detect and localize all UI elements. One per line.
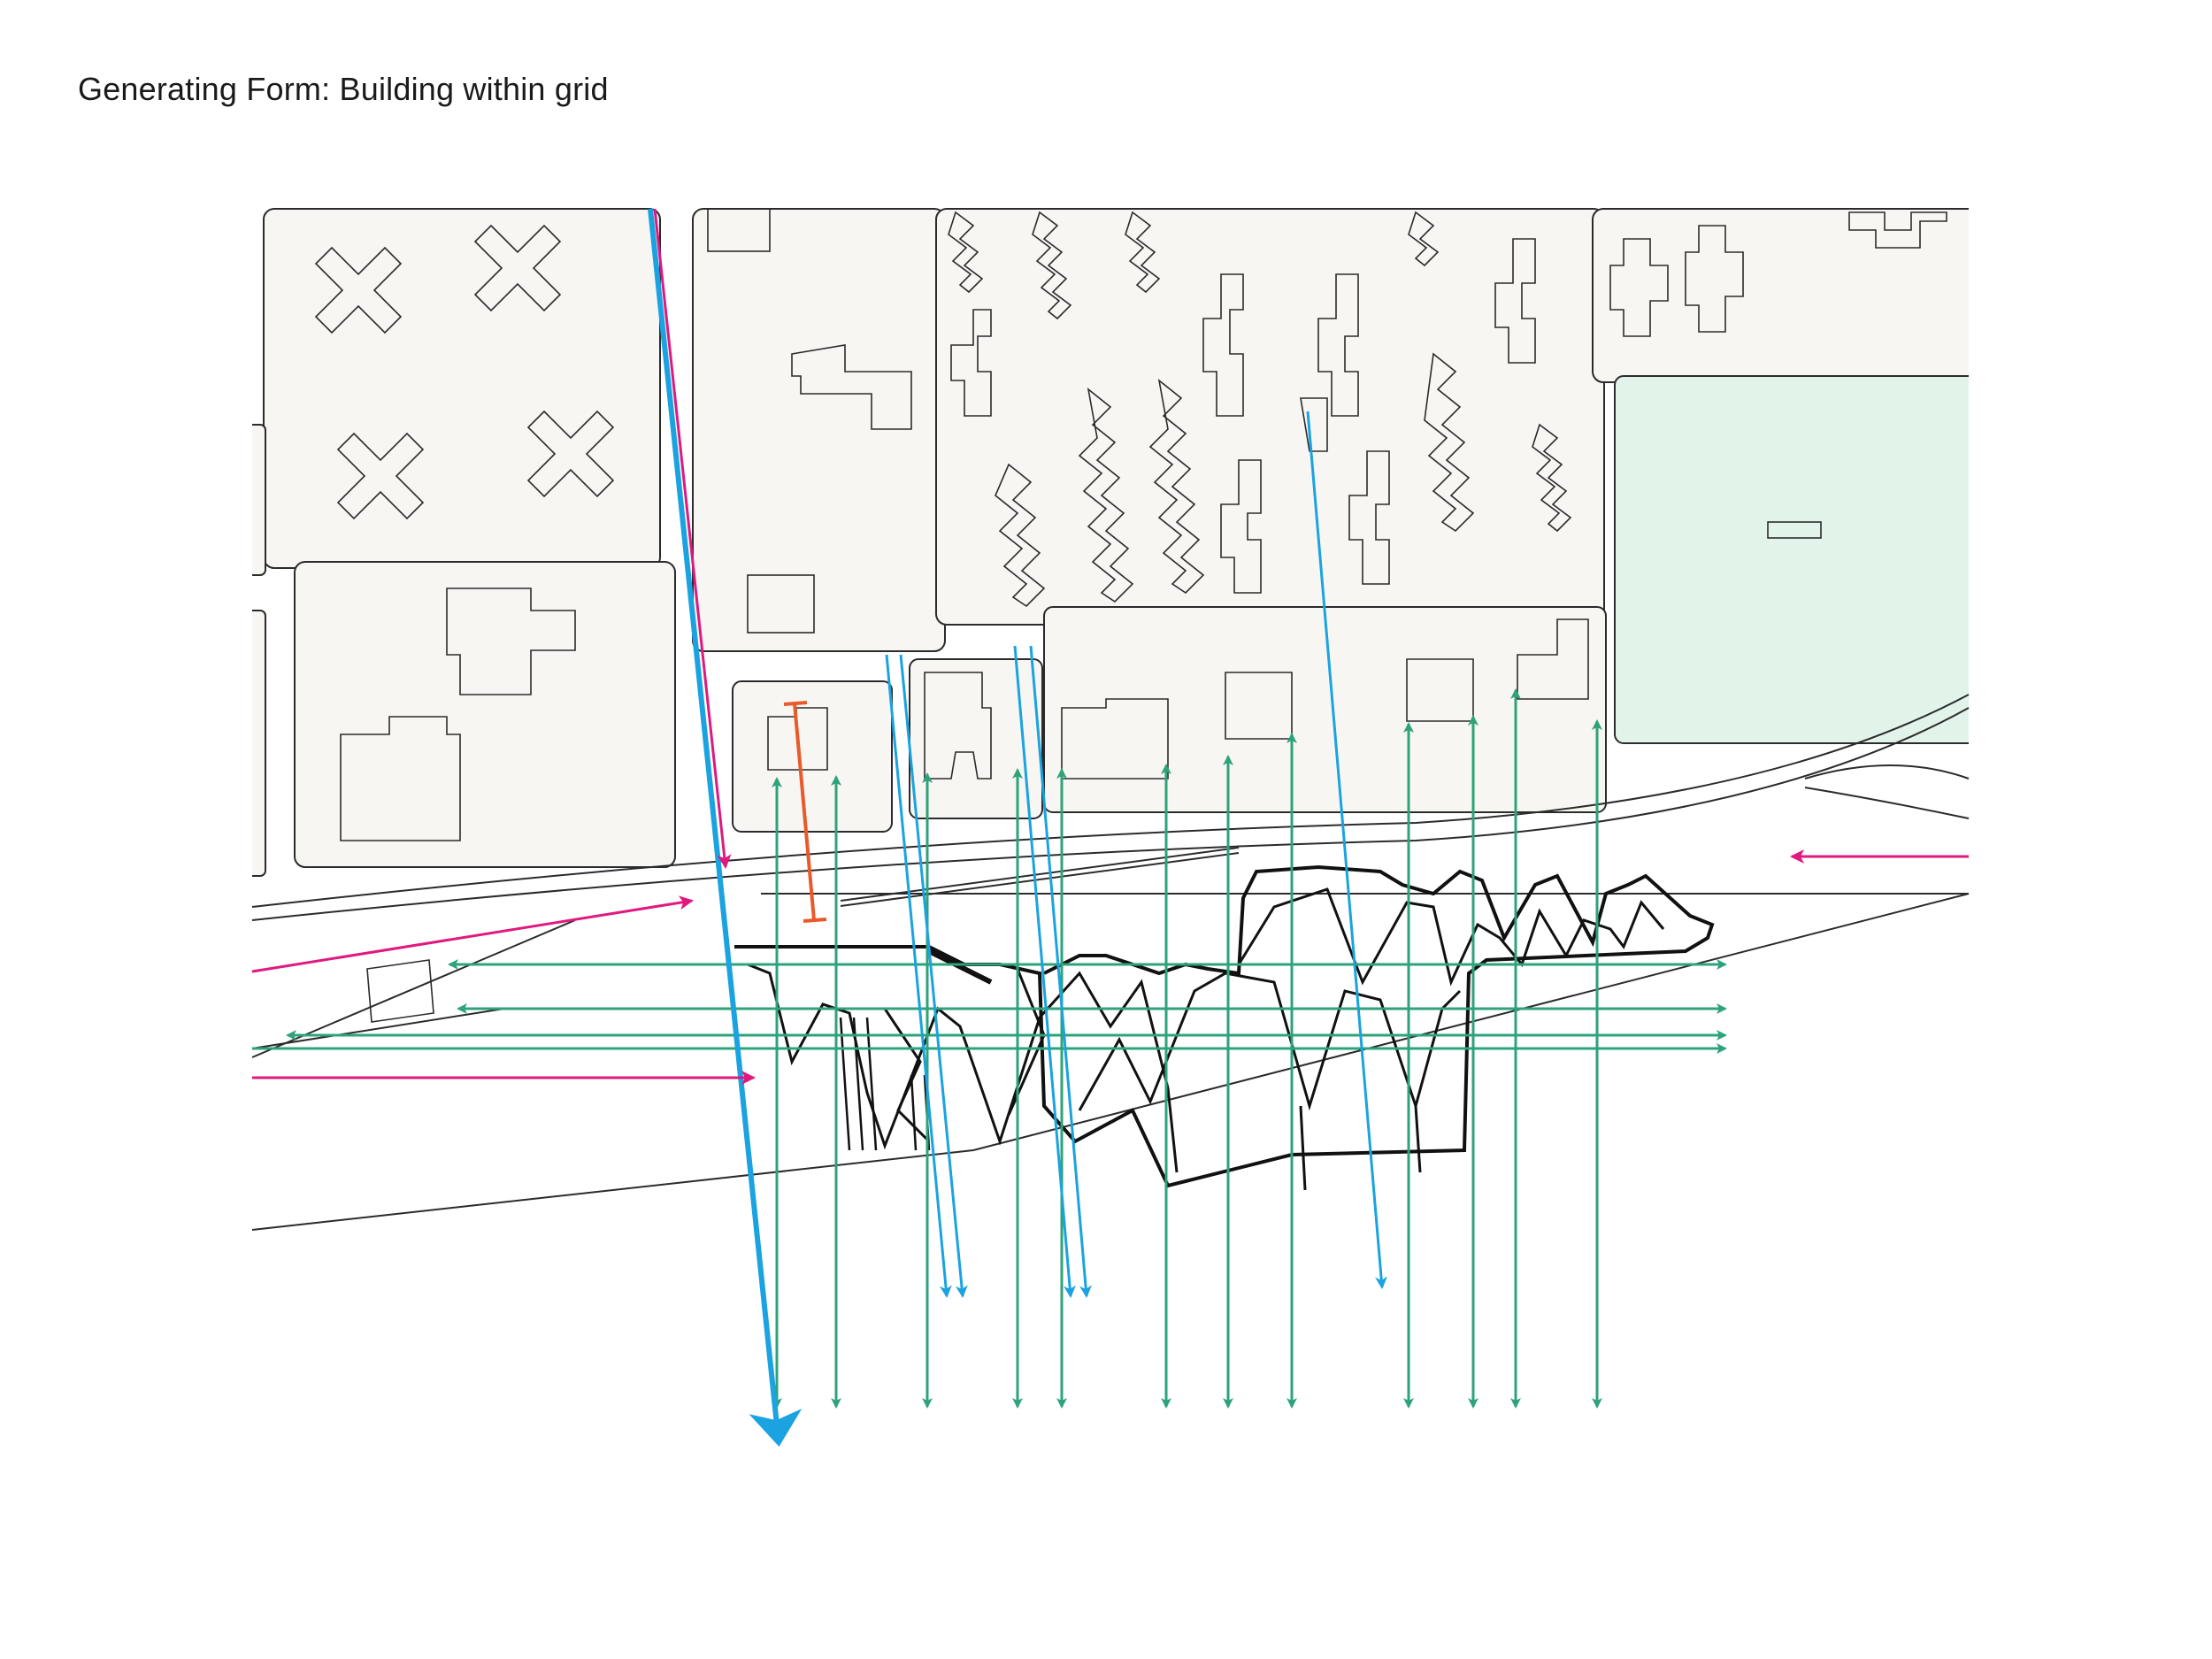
block-mid-left	[294, 561, 676, 868]
view-line	[1029, 645, 1092, 1298]
city-blocks	[252, 208, 1969, 877]
block-long-bottom	[1043, 606, 1607, 813]
grid-lines-vertical	[772, 688, 1602, 1409]
block-top-middle	[692, 208, 946, 652]
view-line	[1306, 411, 1387, 1289]
block-left-edge-1	[252, 424, 266, 576]
block-zigzag	[935, 208, 1605, 626]
block-top-right	[1592, 208, 1969, 383]
block-x-towers	[263, 208, 661, 569]
park	[1614, 375, 1969, 744]
road-lines	[251, 694, 1970, 1231]
park-pavilion	[1767, 521, 1822, 539]
approach-route	[653, 208, 732, 869]
grid-lines-horizontal	[252, 959, 1727, 1054]
view-line	[899, 654, 968, 1298]
view-lines	[648, 208, 1387, 1447]
page-title: Generating Form: Building within grid	[78, 71, 609, 107]
block-small-1	[732, 680, 893, 833]
approach-route	[251, 895, 694, 973]
view-line	[885, 654, 952, 1298]
view-line	[1013, 645, 1076, 1298]
dimension-marker	[783, 701, 827, 923]
proposed-building	[734, 864, 1715, 1191]
approach-routes	[251, 208, 1969, 1085]
block-left-edge-2	[252, 610, 266, 877]
view-line-main	[648, 208, 803, 1447]
